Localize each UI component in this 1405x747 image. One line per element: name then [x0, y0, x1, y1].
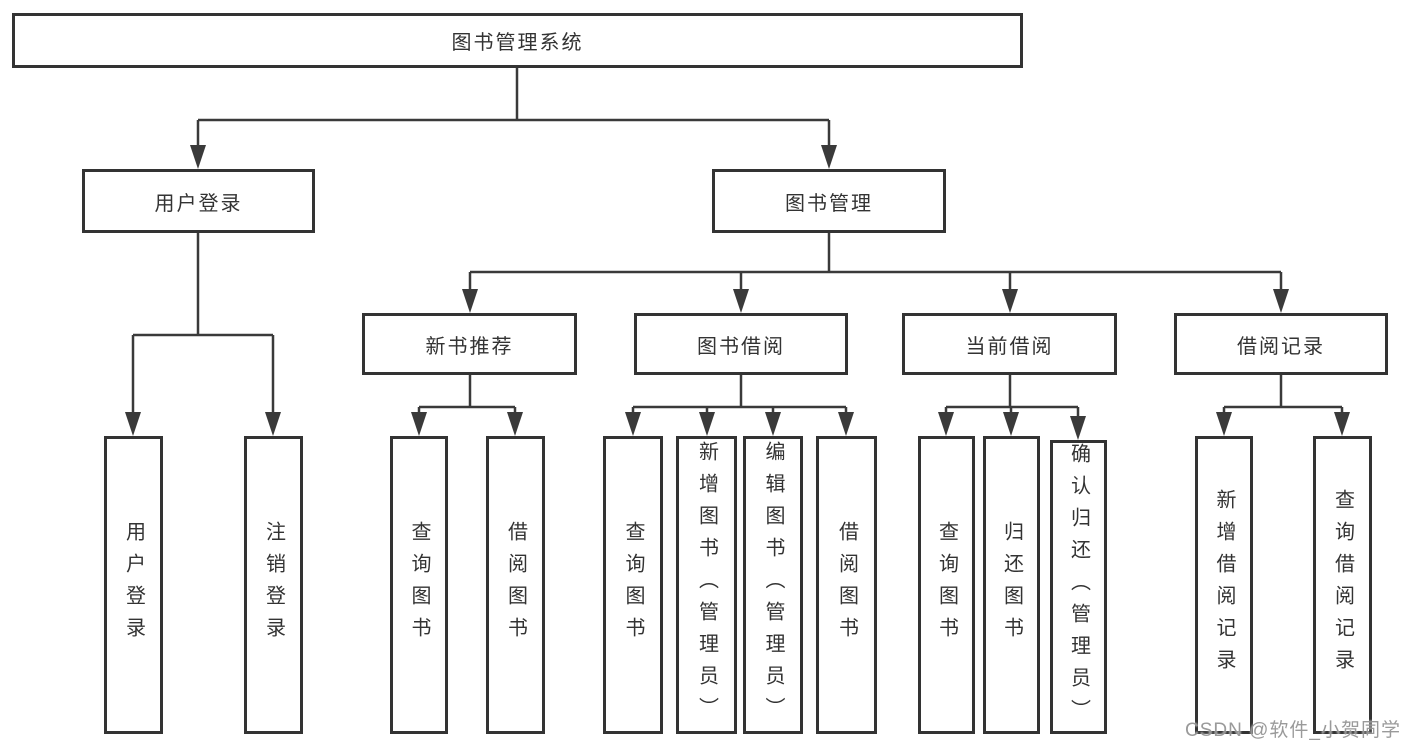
node-new-book-recommend: 新书推荐 — [362, 313, 577, 375]
connector-newbookrec-to-leaves — [417, 375, 517, 418]
connector-userlogin-to-leaves — [131, 233, 275, 418]
connector-bookmgmt-to-level3 — [468, 233, 1283, 295]
leaf-query-books-borrow-label: 查询图书 — [622, 521, 644, 649]
leaf-logout: 注销登录 — [244, 436, 303, 734]
leaf-add-book-admin: 新增图书（管理员） — [676, 436, 737, 734]
leaf-user-login: 用户登录 — [104, 436, 163, 734]
leaf-query-borrow-record-label: 查询借阅记录 — [1331, 489, 1354, 681]
leaf-return-book-label: 归还图书 — [1000, 521, 1023, 649]
leaf-logout-label: 注销登录 — [262, 521, 285, 649]
leaf-query-books-borrow: 查询图书 — [603, 436, 663, 734]
node-root-system: 图书管理系统 — [12, 13, 1023, 68]
leaf-borrow-books-label: 借阅图书 — [835, 521, 858, 649]
leaf-borrow-books-recommend: 借阅图书 — [486, 436, 545, 734]
connector-currentborrow-to-leaves — [944, 375, 1080, 422]
leaf-return-book: 归还图书 — [983, 436, 1040, 734]
leaf-query-books-recommend-label: 查询图书 — [408, 521, 430, 649]
connector-root-to-level2 — [196, 68, 831, 151]
node-current-borrow: 当前借阅 — [902, 313, 1117, 375]
csdn-watermark: CSDN @软件_小贺同学 — [1185, 720, 1401, 741]
connector-bookborrow-to-leaves — [631, 375, 848, 418]
node-user-login: 用户登录 — [82, 169, 315, 233]
leaf-edit-book-admin: 编辑图书（管理员） — [743, 436, 803, 734]
leaf-borrow-books-recommend-label: 借阅图书 — [504, 521, 527, 649]
connector-borrowrecords-to-leaves — [1222, 375, 1344, 418]
leaf-add-book-admin-label: 新增图书（管理员） — [695, 441, 718, 729]
leaf-add-borrow-record-label: 新增借阅记录 — [1213, 489, 1235, 681]
leaf-edit-book-admin-label: 编辑图书（管理员） — [762, 441, 784, 729]
node-book-management: 图书管理 — [712, 169, 946, 233]
leaf-confirm-return-admin-label: 确认归还（管理员） — [1067, 443, 1090, 731]
leaf-query-books-current: 查询图书 — [918, 436, 975, 734]
leaf-add-borrow-record: 新增借阅记录 — [1195, 436, 1253, 734]
leaf-user-login-label: 用户登录 — [122, 521, 145, 649]
leaf-query-books-recommend: 查询图书 — [390, 436, 448, 734]
leaf-query-books-current-label: 查询图书 — [935, 521, 958, 649]
leaf-borrow-books: 借阅图书 — [816, 436, 877, 734]
node-borrow-records: 借阅记录 — [1174, 313, 1388, 375]
leaf-confirm-return-admin: 确认归还（管理员） — [1050, 440, 1107, 734]
leaf-query-borrow-record: 查询借阅记录 — [1313, 436, 1372, 734]
node-book-borrow: 图书借阅 — [634, 313, 848, 375]
